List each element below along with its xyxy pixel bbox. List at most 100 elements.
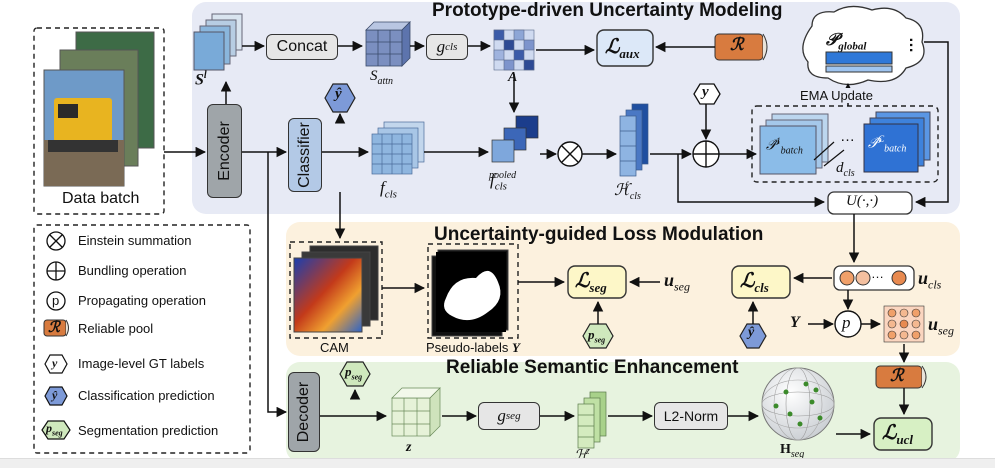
p-batch-c-subscript: batch <box>884 143 907 155</box>
title-prototype-uncertainty: Prototype-driven Uncertainty Modeling <box>432 0 783 21</box>
p-global-label: 𝒫global <box>826 30 866 52</box>
uncertainty-function-label: U(·,·) <box>846 193 879 209</box>
y-hex-label-top: y <box>702 84 709 100</box>
s-attn-label: Sattn <box>370 68 393 87</box>
cls-pred-icon <box>44 386 68 406</box>
p-seg-hex-label-bottom: pseg <box>345 364 362 382</box>
einstein-sum-icon <box>46 231 66 251</box>
legend-frame <box>33 224 251 454</box>
pseudo-labels-text: Pseudo-labels <box>426 340 509 355</box>
p-batch-1-superscript: 1 <box>776 136 781 146</box>
p-batch-1-symbol: 𝒫̂ <box>766 138 777 154</box>
encoder-block: Encoder <box>207 104 242 198</box>
loss-cls-symbol: ℒ <box>740 270 755 292</box>
h-seg-label: Hseg <box>780 442 804 460</box>
gt-label-hex-top <box>693 83 721 105</box>
u-seg-subscript-mid: seg <box>674 279 691 294</box>
loss-aux-box <box>596 29 654 67</box>
encoder-label: Encoder <box>215 121 233 181</box>
window-bottom-edge <box>0 458 995 468</box>
data-batch-frame <box>33 27 165 215</box>
legend-y-symbol: y <box>52 356 58 370</box>
bundling-icon <box>46 261 66 281</box>
pseudo-labels-label: Pseudo-labels Y <box>426 340 520 356</box>
y-propagate-label: Y <box>790 314 800 331</box>
propagating-icon <box>46 291 66 311</box>
seg-pred-icon <box>41 420 71 440</box>
legend-label-einstein: Einstein summation <box>78 233 192 248</box>
h-cls-label: ℋclsf <box>614 180 644 203</box>
p-batch-1-label: 𝒫̂1batch <box>766 136 803 156</box>
propagating-p-label: p <box>842 313 851 332</box>
feature-stack-f-cls <box>371 121 425 175</box>
loss-seg-box <box>567 265 627 299</box>
h-cls-symbol: ℋ <box>614 182 630 199</box>
p-seg-symbol-bottom: p <box>345 364 352 379</box>
legend-icons <box>41 231 71 440</box>
loss-cls-subscript: cls <box>754 280 769 295</box>
legend-label-cls-pred: Classification prediction <box>78 388 215 403</box>
u-seg-label-right: useg <box>928 314 954 339</box>
batch-prototype-1 <box>759 113 829 175</box>
attention-cube <box>365 21 411 67</box>
u-seg-subscript-right: seg <box>938 323 955 338</box>
legend-y-hat-symbol: ŷ <box>52 388 58 402</box>
s-attn-subscript: attn <box>377 76 394 87</box>
affinity-matrix-a <box>493 29 535 71</box>
batch-dots: … <box>840 128 855 145</box>
reliable-pool-bottom <box>875 365 927 389</box>
g-cls-symbol: g <box>436 37 446 56</box>
s-l-symbol: S <box>195 71 204 89</box>
g-seg-symbol: g <box>497 406 506 425</box>
pseudo-labels-y: Y <box>512 340 520 355</box>
f-pooled-symbol: f <box>490 170 495 189</box>
loss-seg-label: ℒseg <box>575 268 607 296</box>
g-seg-subscript: seg <box>505 410 521 422</box>
hypersphere-h-seg <box>761 367 835 441</box>
a-label: A <box>508 70 518 85</box>
loss-aux-subscript: aux <box>619 46 640 61</box>
loss-aux-label: ℒaux <box>605 34 640 62</box>
loss-aux-symbol: ℒ <box>605 36 620 58</box>
decoder-label: Decoder <box>295 381 313 443</box>
reliable-pool-bottom-label: ℛ <box>890 366 904 385</box>
hypervector-stack-cls <box>619 103 649 177</box>
pseudo-label-stack <box>431 249 509 337</box>
einstein-summation-op <box>557 141 583 167</box>
d-cls-symbol: d <box>836 160 844 176</box>
p-global-subscript: global <box>838 40 867 53</box>
pooled-feature <box>491 115 539 163</box>
loss-cls-label: ℒcls <box>740 268 769 296</box>
cls-pred-hex-mid <box>739 323 767 349</box>
batch-prototype-c <box>863 111 931 173</box>
legend-label-pool: Reliable pool <box>78 321 154 336</box>
p-global-dots: … <box>906 37 923 53</box>
uncertainty-function-box <box>827 191 913 215</box>
title-semantic-enhancement: Reliable Semantic Enhancement <box>446 357 739 378</box>
y-hat-hex-label-mid: ŷ <box>748 325 755 340</box>
h-seg-z-superscript: z <box>585 446 590 456</box>
u-cls-subscript: cls <box>928 277 942 292</box>
legend-label-propagating: Propagating operation <box>78 293 206 308</box>
cls-pred-hex-top <box>324 83 356 113</box>
seg-pred-hex-bottom <box>339 361 371 387</box>
cam-frame <box>289 241 383 339</box>
f-cls-label: fcls <box>380 178 397 200</box>
p-batch-1-subscript: batch <box>780 145 803 157</box>
l2-norm-box: L2-Norm <box>654 402 728 430</box>
f-cls-subscript: cls <box>384 188 397 201</box>
legend-p-seg-symbol: pseg <box>46 421 63 437</box>
loss-seg-subscript: seg <box>589 280 607 295</box>
loss-cls-box <box>731 265 791 299</box>
s-attn-symbol: S <box>370 68 378 84</box>
legend-label-seg-pred: Segmentation prediction <box>78 423 219 438</box>
title-loss-modulation: Uncertainty-guided Loss Modulation <box>434 224 764 245</box>
p-seg-hex-label-mid: pseg <box>588 327 605 345</box>
p-seg-subscript-mid: seg <box>594 335 606 345</box>
reliable-pool-top <box>714 33 768 61</box>
d-cls-label: dcls <box>836 160 855 179</box>
reliable-pool-top-label: ℛ <box>730 35 744 54</box>
p-batch-c-label: 𝒫̂Cbatch <box>868 134 906 154</box>
pseudo-label-frame <box>427 243 519 339</box>
